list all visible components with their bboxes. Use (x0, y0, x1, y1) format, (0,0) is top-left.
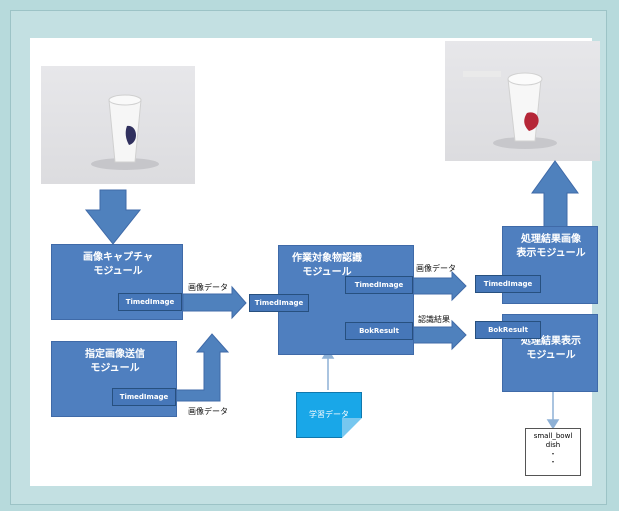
recognizer-image-port: TimedImage (345, 276, 413, 294)
recognition-result-label: 認識結果 (418, 315, 450, 324)
arrow-up (531, 160, 579, 237)
output-line-2: dish (545, 440, 561, 449)
arrow-recognizer-image (409, 270, 467, 302)
display-result-input-port: BokResult (475, 321, 541, 339)
image-data-label-1: 画像データ (188, 283, 228, 292)
display-image-module-title: 処理結果画像 表示モジュール (516, 234, 586, 259)
image-data-label-2: 画像データ (188, 407, 228, 416)
capture-output-port: TimedImage (118, 293, 182, 311)
display-result-module: 処理結果表示 モジュール BokResult (475, 314, 598, 392)
recognizer-module-title: 作業対象物認識 モジュール (292, 253, 362, 278)
sender-output-port: TimedImage (112, 388, 176, 406)
output-line-1: small_bowl (533, 432, 573, 440)
output-line-3: ・ (549, 449, 557, 458)
arrow-sender-up (173, 333, 230, 402)
capture-module: 画像キャプチャ モジュール TimedImage (51, 244, 183, 320)
sender-module: 指定画像送信 モジュール TimedImage (51, 341, 177, 417)
cup-icon (463, 71, 557, 149)
image-data-label-3: 画像データ (416, 264, 456, 273)
output-box: small_bowl dish ・ ・ (525, 428, 581, 476)
arrow-capture-to-recognizer (182, 285, 247, 320)
learning-data-note: 学習データ (296, 392, 362, 438)
display-image-input-port: TimedImage (475, 275, 541, 293)
arrow-recognizer-result (409, 319, 467, 351)
capture-module-title: 画像キャプチャ モジュール (83, 252, 153, 277)
display-result-module-title: 処理結果表示 モジュール (521, 336, 581, 361)
recognizer-input-port: TimedImage (249, 294, 309, 312)
output-line-4: ・ (549, 458, 557, 467)
recognizer-module: 作業対象物認識 モジュール TimedImage TimedImage BokR… (249, 245, 414, 355)
recognizer-result-port: BokResult (345, 322, 413, 340)
input-photo (41, 66, 195, 184)
sender-module-title: 指定画像送信 モジュール (85, 349, 145, 374)
display-image-module: 処理結果画像 表示モジュール TimedImage (475, 226, 598, 304)
cup-icon (91, 94, 159, 170)
result-photo (445, 41, 600, 161)
arrow-down (84, 189, 142, 245)
